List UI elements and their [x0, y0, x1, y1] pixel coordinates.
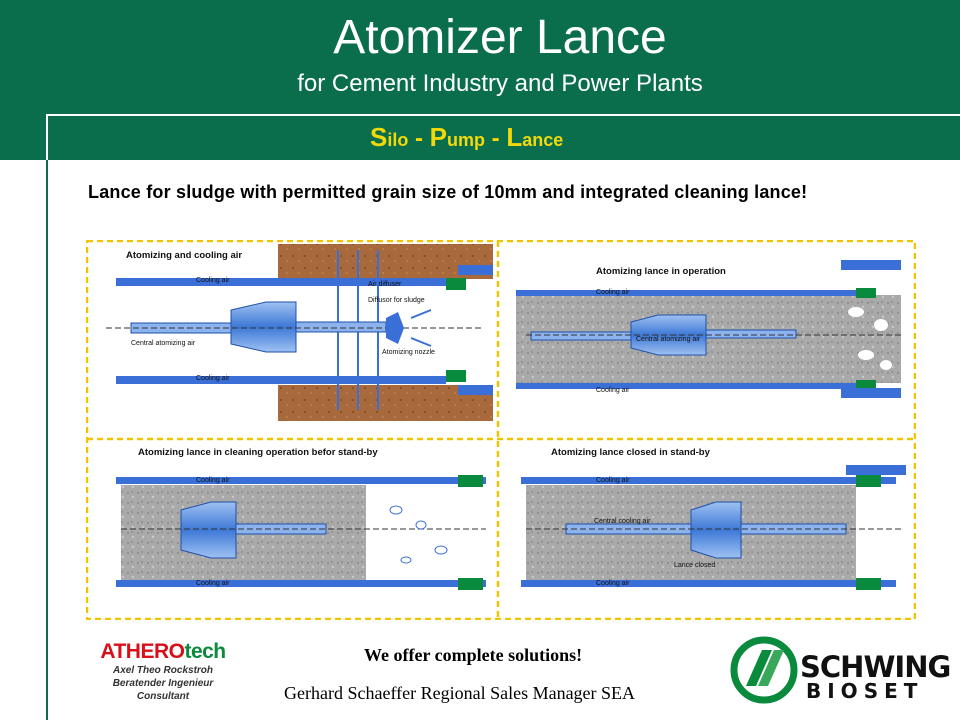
atherotech-role: Beratender Ingenieur [112, 678, 214, 689]
svg-text:Lance closed: Lance closed [674, 562, 715, 569]
lance-diagram: Atomizing and cooling air Cooling air Co… [86, 240, 916, 620]
manager-text: Gerhard Schaeffer Regional Sales Manager… [284, 683, 636, 703]
svg-text:Atomizing lance closed in stan: Atomizing lance closed in stand-by [551, 447, 711, 458]
atherotech-wordmark: ATHEROtech [100, 640, 226, 663]
schwing-bioset-logo-icon [730, 636, 798, 704]
silo-pump-lance-tagline: Silo - Pump - Lance [370, 122, 564, 152]
left-rule-top [46, 114, 48, 160]
panel-atomizing-and-cooling: Atomizing and cooling air Cooling air Co… [106, 244, 493, 421]
svg-text:Cooling air: Cooling air [196, 375, 230, 382]
page-title: Atomizer Lance [333, 11, 667, 64]
svg-text:Cooling air: Cooling air [596, 580, 630, 587]
svg-text:Central atomizing air: Central atomizing air [636, 336, 701, 343]
svg-text:Cooling air: Cooling air [596, 387, 630, 394]
svg-text:Cooling air: Cooling air [196, 580, 230, 587]
header-divider [48, 114, 960, 116]
offer-text: We offer complete solutions! [364, 645, 583, 665]
atherotech-role2: Consultant [136, 691, 190, 702]
svg-text:Atomizing lance in operation: Atomizing lance in operation [596, 266, 726, 277]
schwing-wordmark: SCHWING [800, 650, 951, 684]
bioset-wordmark: BIOSET [806, 679, 924, 703]
svg-text:Atomizing lance in cleaning op: Atomizing lance in cleaning operation be… [138, 447, 378, 458]
panel-closed-stand-by: Atomizing lance closed in stand-by Cooli… [521, 447, 906, 590]
svg-text:Central atomizing air: Central atomizing air [131, 340, 196, 347]
svg-text:Diffusor for sludge: Diffusor for sludge [368, 297, 425, 304]
atherotech-name: Axel Theo Rockstroh [112, 665, 214, 676]
svg-text:Cooling air: Cooling air [596, 477, 630, 484]
svg-text:Cooling air: Cooling air [196, 277, 230, 284]
svg-text:Atomizing nozzle: Atomizing nozzle [382, 349, 435, 356]
header-band [0, 0, 960, 160]
atherotech-logo: ATHEROtech Axel Theo Rockstroh Beratende… [82, 640, 244, 703]
left-rule [46, 114, 48, 720]
svg-text:Cooling air: Cooling air [596, 289, 630, 296]
panel-in-operation: Atomizing lance in operation Cooling air… [516, 260, 901, 398]
panel-cleaning-operation: Atomizing lance in cleaning operation be… [116, 447, 486, 590]
diagram-frame [86, 240, 916, 620]
svg-text:Air diffuser: Air diffuser [368, 281, 402, 288]
headline: Lance for sludge with permitted grain si… [88, 182, 808, 202]
page-subtitle: for Cement Industry and Power Plants [297, 70, 703, 97]
svg-text:Atomizing and cooling air: Atomizing and cooling air [126, 250, 242, 261]
svg-text:Central cooling air: Central cooling air [594, 518, 651, 525]
svg-text:Cooling air: Cooling air [196, 477, 230, 484]
